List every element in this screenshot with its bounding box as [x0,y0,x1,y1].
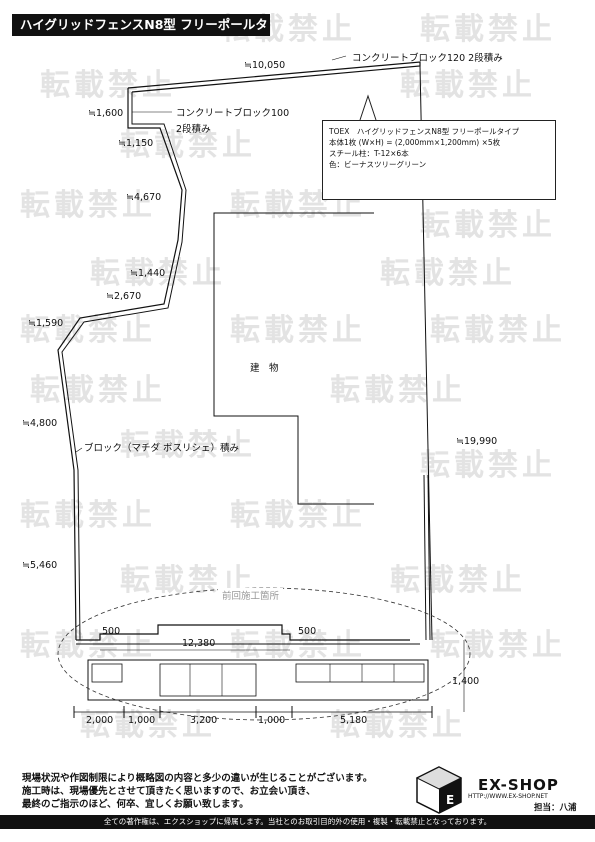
dim-5460: ≒5,460 [22,560,58,571]
dim-12380: 12,380 [182,638,216,649]
previous-work-area [57,587,471,721]
brand-url: HTTP://WWW.EX-SHOP.NET [468,793,548,800]
watermark-text: 転載禁止 [20,188,156,223]
svg-text:E: E [446,793,454,807]
dim-top-length: ≒10,050 [244,60,286,71]
footer-line: 施工時は、現場優先とさせて頂きたく思いますので、お立会い頂き、 [22,786,316,797]
label-left-wall-2: 2段積み [176,124,211,135]
dim-1440: ≒1,440 [130,268,166,279]
watermark-text: 転載禁止 [120,428,256,463]
spec-line: TOEX ハイグリッドフェンスN8型 フリーポールタイプ [329,127,520,136]
right-wall-inner [427,474,431,641]
fence-outline [87,659,429,701]
dim-3200: 3,200 [190,715,218,726]
watermark-text: 転載禁止 [390,563,526,598]
spec-box: TOEX ハイグリッドフェンスN8型 フリーポールタイプ 本体1枚 (W×H) … [322,120,556,200]
watermark-text: 転載禁止 [230,313,366,348]
label-previous-work: 前回施工箇所 [218,588,284,602]
dim-500-right: 500 [298,626,317,637]
dim-right-length: ≒19,990 [456,436,498,447]
watermark-text: 転載禁止 [420,208,556,243]
right-wall-inner [423,474,427,641]
fence-panel [91,663,123,683]
page-title: ハイグリッドフェンスN8型 フリーポールタイプ [12,14,270,54]
building-outline [213,212,374,505]
left-wall-inner [61,92,187,641]
fence-panel [295,663,425,683]
label-left-wall-1: コンクリートブロック100 [176,108,290,119]
dim-1600: ≒1,600 [88,108,124,119]
label-block-wall: ブロック（マチダ ポスリシェ）積み [84,443,240,454]
watermark-text: 転載禁止 [230,628,366,663]
front-boundary [76,624,410,641]
dim-1400: 1,400 [452,676,480,687]
dim-1000-a: 1,000 [128,715,156,726]
brand-name: EX-SHOP [478,776,559,794]
watermark-text: 転載禁止 [80,708,216,743]
copyright-bar: 全ての著作権は、エクスショップに帰属します。当社とのお取引目的外の使用・複製・転… [0,815,595,829]
watermark-text: 転載禁止 [430,313,566,348]
watermark-text: 転載禁止 [120,128,256,163]
dim-4800: ≒4,800 [22,418,58,429]
watermark-text: 転載禁止 [400,68,536,103]
dim-5180: 5,180 [340,715,368,726]
footer-line: 現場状況や作図制限により概略図の内容と多少の違いが生じることがございます。 [22,773,373,784]
spec-line: スチール柱：T-12×6本 [329,149,409,158]
top-wall [127,61,421,93]
watermark-text: 転載禁止 [20,498,156,533]
watermark-text: 転載禁止 [430,628,566,663]
watermark-text: 転載禁止 [30,373,166,408]
fence-panel [159,663,257,697]
left-wall-outer [57,88,183,641]
spec-line: 色：ビーナスツリーグリーン [329,160,427,169]
ex-shop-logo-icon: E [415,766,463,814]
watermark-text: 転載禁止 [420,448,556,483]
footer-notes: 現場状況や作図制限により概略図の内容と多少の違いが生じることがございます。 施工… [22,772,372,811]
dim-1150: ≒1,150 [118,138,154,149]
dim-1000-b: 1,000 [258,715,286,726]
watermark-text: 転載禁止 [90,256,226,291]
dim-1590: ≒1,590 [28,318,64,329]
label-building: 建 物 [250,363,279,374]
watermark-text: 転載禁止 [330,708,466,743]
footer-line: 最終のご指示のほど、何卒、宜しくお願い致します。 [22,799,249,810]
dim-2670: ≒2,670 [106,291,142,302]
spec-line: 本体1枚 (W×H) = (2,000mm×1,200mm) ×5枚 [329,138,501,147]
watermark-text: 転載禁止 [420,12,556,47]
watermark-text: 転載禁止 [330,373,466,408]
dim-4670: ≒4,670 [126,192,162,203]
staff-name: 担当：八浦 [534,803,577,813]
dim-2000: 2,000 [86,715,114,726]
watermark-text: 転載禁止 [20,313,156,348]
dim-500-left: 500 [102,626,121,637]
watermark-text: 転載禁止 [380,256,516,291]
label-top-wall: コンクリートブロック120 2段積み [352,53,503,64]
